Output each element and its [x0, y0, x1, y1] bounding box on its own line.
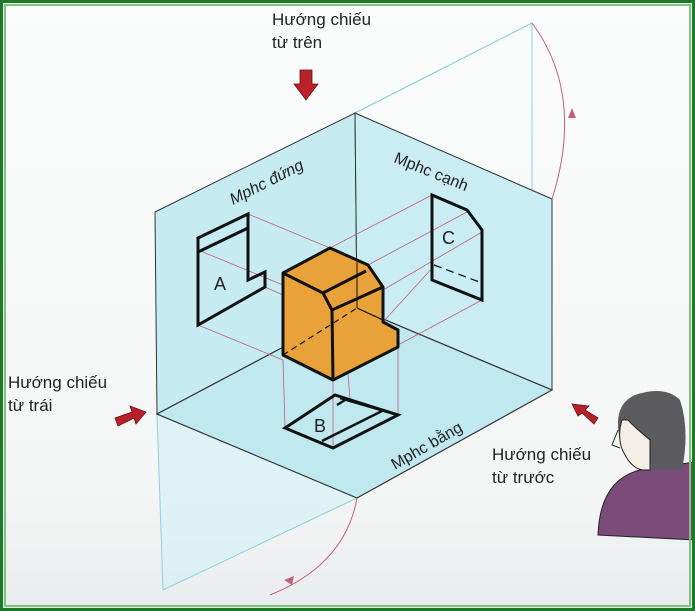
- dir-left-line1: Hướng chiếu: [8, 373, 107, 392]
- dir-top-line2: từ trên: [272, 33, 322, 52]
- dir-front-line1: Hướng chiếu: [492, 445, 591, 464]
- top-view-B: B: [281, 393, 402, 450]
- arrow-from-top-icon: [293, 69, 319, 101]
- dir-left-line2: từ trái: [8, 396, 52, 415]
- view-label-C: C: [442, 228, 455, 248]
- arc-arrowhead-icon: [284, 576, 294, 585]
- side-view-C: C: [430, 192, 484, 303]
- view-label-A: A: [214, 274, 226, 294]
- dir-top-line1: Hướng chiếu: [272, 10, 371, 29]
- observer-person-icon: [597, 391, 695, 541]
- front-view-A: A: [196, 211, 267, 328]
- view-label-B: B: [314, 416, 326, 436]
- arc-arrowhead-icon: [568, 108, 576, 118]
- dir-front-line2: từ trước: [492, 468, 555, 487]
- rotation-arc-side: [531, 22, 566, 200]
- 3d-object: [281, 246, 400, 382]
- arrow-from-front-icon: [571, 403, 599, 425]
- arrow-from-left-icon: [114, 405, 147, 427]
- rotation-arc-floor: [269, 497, 358, 596]
